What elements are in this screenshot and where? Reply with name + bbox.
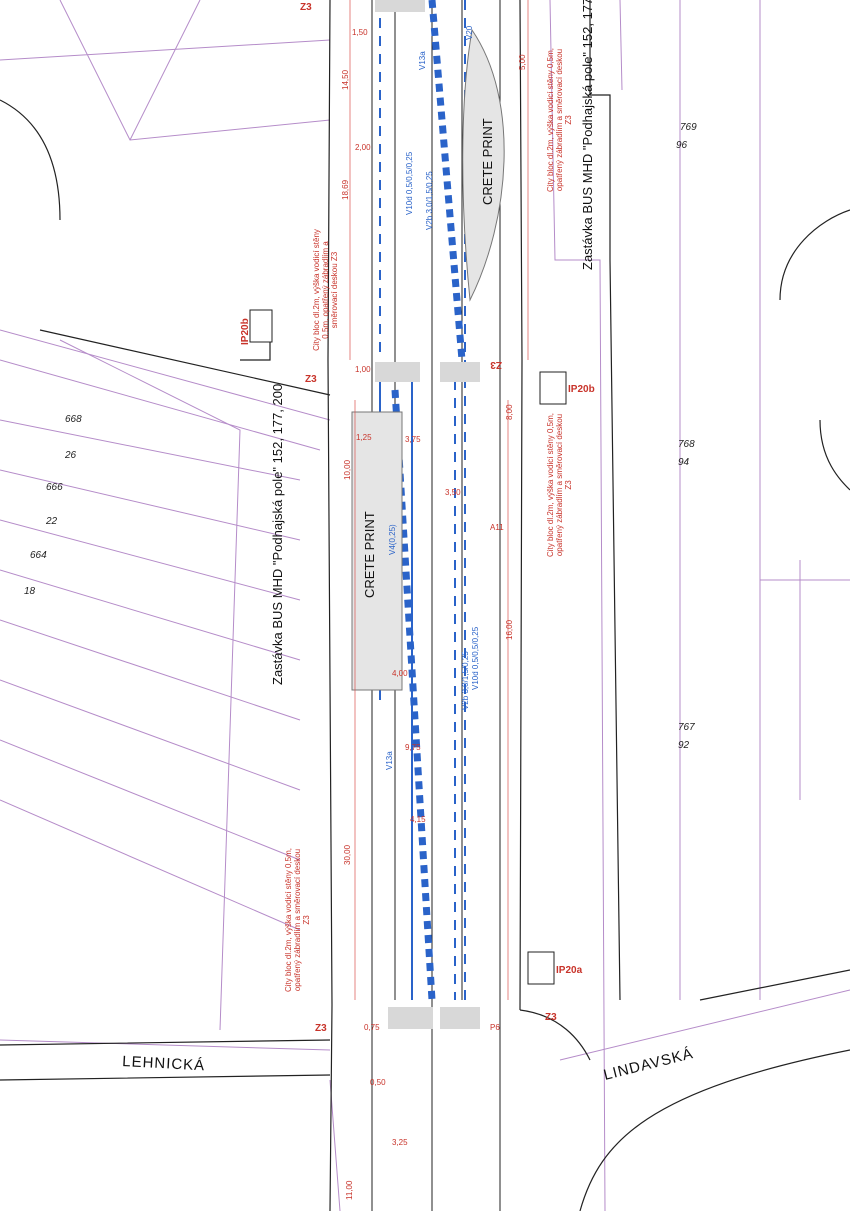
street-lindavska: LINDAVSKÁ (602, 1045, 695, 1084)
svg-text:V20: V20 (465, 25, 474, 40)
svg-text:94: 94 (678, 457, 690, 468)
svg-text:668: 668 (65, 414, 82, 425)
svg-text:1,25: 1,25 (356, 433, 372, 442)
crete-print-islands (351, 28, 505, 691)
svg-text:11,00: 11,00 (345, 1180, 354, 1200)
svg-text:4,15: 4,15 (410, 815, 426, 824)
svg-text:96: 96 (676, 140, 688, 151)
svg-text:666: 666 (46, 482, 63, 493)
dimension-labels: 1,50 14,50 2,00 18,69 5,00 10,00 3,75 1,… (341, 28, 527, 1200)
svg-text:22: 22 (45, 516, 58, 527)
svg-text:18: 18 (24, 586, 36, 597)
svg-text:8,00: 8,00 (505, 404, 514, 420)
svg-text:V13a: V13a (385, 751, 394, 770)
svg-text:768: 768 (678, 439, 695, 450)
svg-text:0,75: 0,75 (364, 1023, 380, 1032)
svg-text:4,00: 4,00 (392, 669, 408, 678)
svg-text:0,50: 0,50 (370, 1078, 386, 1087)
sign-z3: Z3 (545, 1012, 557, 1023)
road-markings: V13a V2b 3,0/1,5/0,25 V10d 0,5/0,5/0,25 … (385, 25, 480, 770)
barrier-note: City bloc dl.2m, výška vodicí stěny 0,5m… (312, 229, 340, 351)
bus-stop-label-top: Zastávka BUS MHD "Podhajská pole" 152, 1… (580, 0, 595, 270)
barrier-note-text: City bloc dl.2m, výška vodicí stěny 0,5m… (546, 412, 574, 558)
svg-text:30,00: 30,00 (343, 844, 352, 865)
signs: Z3 Z3 Z3 Z3 Z3 IP20a IP20b IP20b A11 P6 (240, 2, 595, 1034)
sign-z3: Z3 (305, 374, 317, 385)
svg-text:V10d 0,5/0,5/0,25: V10d 0,5/0,5/0,25 (471, 626, 480, 690)
sign-ip20b: IP20b (240, 318, 251, 345)
svg-text:16,00: 16,00 (505, 619, 514, 640)
svg-text:V2b 3,0/1,5/0,25: V2b 3,0/1,5/0,25 (461, 651, 470, 710)
svg-text:3,50: 3,50 (445, 488, 461, 497)
sign-ip20b: IP20b (568, 384, 595, 395)
sign-z3: Z3 (490, 359, 502, 370)
svg-text:V4(0,25): V4(0,25) (388, 524, 397, 555)
barrier-note: City bloc dl.2m, výška vodicí stěny 0,5m… (546, 412, 574, 558)
crete-print-label-bottom: CRETE PRINT (362, 511, 377, 598)
barrier-note-text: City bloc dl.2m, výška vodicí stěny 0,5m… (546, 47, 574, 193)
svg-text:14,50: 14,50 (341, 69, 350, 90)
svg-text:5,00: 5,00 (518, 54, 527, 70)
sign-ip20a: IP20a (556, 965, 583, 976)
barrier-note: City bloc dl.2m, výška vodicí stěny 0,5m… (284, 847, 312, 993)
svg-text:767: 767 (678, 722, 695, 733)
sign-a11: A11 (490, 523, 504, 532)
barrier-note-text: City bloc dl.2m, výška vodicí stěny 0,5m… (284, 847, 312, 993)
svg-text:V10d 0,5/0,5/0,25: V10d 0,5/0,5/0,25 (405, 151, 414, 215)
svg-text:1,00: 1,00 (355, 365, 371, 374)
svg-text:3,25: 3,25 (392, 1138, 408, 1147)
svg-text:92: 92 (678, 740, 690, 751)
barrier-note: City bloc dl.2m, výška vodicí stěny 0,5m… (546, 47, 574, 193)
svg-text:3,75: 3,75 (405, 435, 421, 444)
svg-text:26: 26 (64, 450, 77, 461)
sign-z3: Z3 (300, 2, 312, 13)
svg-text:664: 664 (30, 550, 47, 561)
svg-text:V13a: V13a (418, 51, 427, 70)
lot-numbers: 769 96 768 94 767 92 668 26 666 22 664 18 (24, 122, 697, 751)
svg-text:769: 769 (680, 122, 697, 133)
sign-p6: P6 (490, 1023, 500, 1032)
svg-text:9,75: 9,75 (405, 743, 421, 752)
crete-print-label-top: CRETE PRINT (480, 118, 495, 205)
svg-text:V2b 3,0/1,5/0,25: V2b 3,0/1,5/0,25 (425, 171, 434, 230)
barrier-note-text: City bloc dl.2m, výška vodicí stěny 0,5m… (312, 229, 340, 351)
crosswalks (375, 0, 480, 1029)
svg-text:18,69: 18,69 (341, 179, 350, 200)
street-lehnicka: LEHNICKÁ (122, 1053, 206, 1074)
svg-text:1,50: 1,50 (352, 28, 368, 37)
svg-text:2,00: 2,00 (355, 143, 371, 152)
dimension-lines (349, 0, 529, 1000)
bus-stop-label-bottom: Zastávka BUS MHD "Podhajská pole" 152, 1… (270, 384, 285, 685)
sign-z3: Z3 (315, 1023, 327, 1034)
svg-text:10,00: 10,00 (343, 459, 352, 480)
